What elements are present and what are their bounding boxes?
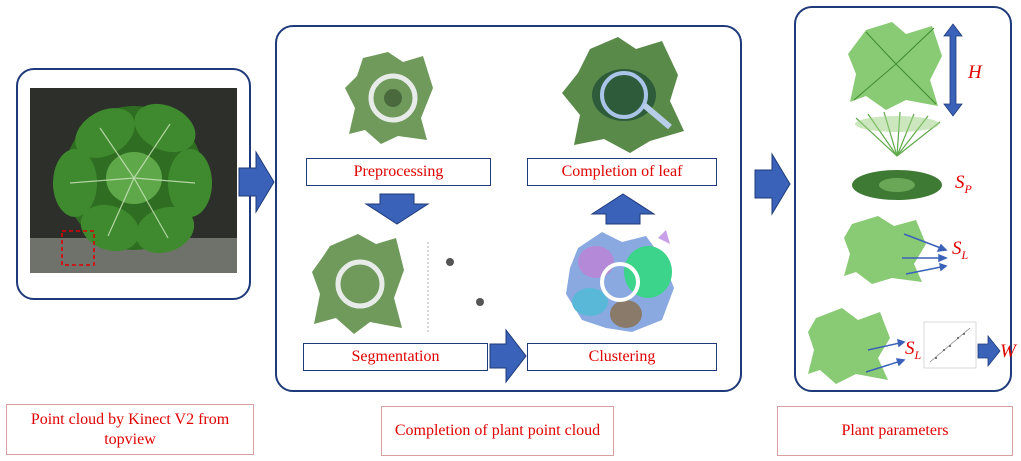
- pointcloud-segmentation: [312, 234, 484, 334]
- step-segmentation-label: Segmentation: [351, 348, 440, 365]
- pointcloud-clustering: [566, 230, 674, 332]
- weight-label: W: [1000, 341, 1016, 363]
- left-caption-text: Point cloud by Kinect V2 from topview: [30, 410, 230, 448]
- flow-arrow-2: [754, 152, 791, 216]
- height-label-text: H: [968, 62, 982, 83]
- leaf-area-label: SL: [952, 238, 968, 263]
- plant-height-view: [848, 22, 942, 110]
- step-preprocessing-label: Preprocessing: [353, 163, 444, 180]
- leaf-area-main-2: S: [905, 338, 915, 359]
- weight-label-text: W: [1000, 341, 1016, 362]
- weight-arrow: [977, 334, 1001, 368]
- step-segmentation: Segmentation: [303, 343, 488, 371]
- step-completion-leaf-label: Completion of leaf: [561, 163, 683, 180]
- flow-arrow-1: [238, 150, 275, 214]
- step-preprocessing: Preprocessing: [306, 158, 491, 186]
- middle-caption: Completion of plant point cloud: [381, 406, 614, 456]
- height-arrow: [943, 23, 963, 117]
- right-caption-text: Plant parameters: [841, 422, 949, 439]
- leaf-area-sub-2: L: [914, 347, 922, 362]
- projected-area-main: S: [955, 172, 965, 193]
- step-clustering-label: Clustering: [588, 348, 656, 365]
- plant-side-view: [855, 111, 941, 157]
- left-caption: Point cloud by Kinect V2 from topview: [6, 404, 254, 455]
- pointcloud-completion: [562, 37, 684, 153]
- middle-caption-text: Completion of plant point cloud: [394, 422, 601, 439]
- regression-thumbnail: [923, 321, 977, 369]
- plant-photo: [30, 88, 237, 273]
- projected-area-sub: P: [964, 181, 972, 196]
- step-clustering: Clustering: [527, 343, 717, 371]
- step-completion-leaf: Completion of leaf: [527, 158, 717, 186]
- right-caption: Plant parameters: [777, 406, 1013, 456]
- leaf-area-sub: L: [961, 247, 969, 262]
- leaf-area-label-2: SL: [905, 338, 921, 363]
- plant-leaf-area-view: [844, 216, 948, 284]
- pointcloud-preprocessing: [345, 52, 433, 144]
- arrow-right-inner: [489, 328, 527, 384]
- arrow-down: [364, 193, 430, 225]
- projected-area-label: SP: [955, 172, 972, 197]
- leaf-area-main: S: [952, 238, 962, 259]
- plant-projection-view: [852, 170, 942, 200]
- height-label: H: [968, 62, 982, 84]
- arrow-up: [590, 193, 656, 225]
- plant-weight-view: [808, 308, 906, 384]
